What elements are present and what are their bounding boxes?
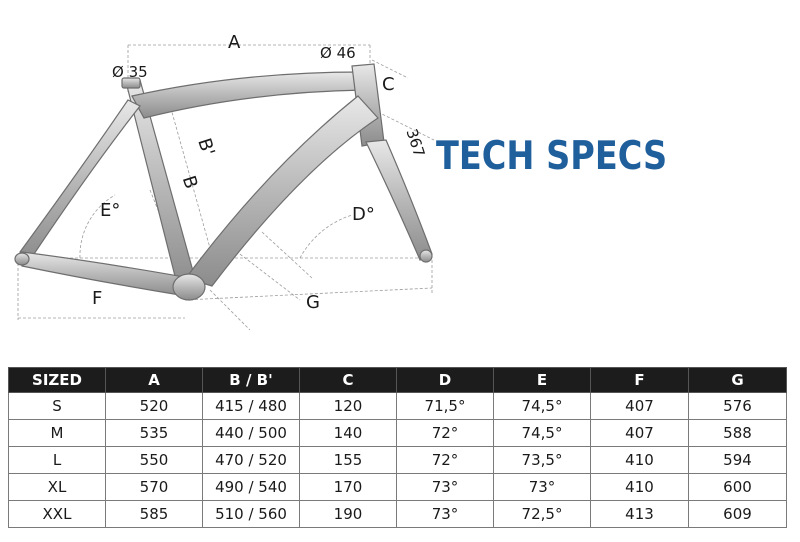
- bike-frame: [14, 63, 433, 301]
- dim-b-prime-label: B': [193, 136, 218, 159]
- table-cell: 490 / 540: [202, 473, 300, 501]
- table-cell: 535: [105, 419, 203, 447]
- header-f: F: [590, 367, 689, 393]
- table-cell: 407: [590, 392, 689, 420]
- table-cell: 71,5°: [396, 392, 494, 420]
- table-row: XL 570 490 / 540 170 73° 73° 410 600: [8, 473, 787, 501]
- head-diameter-label: Ø 46: [320, 44, 356, 62]
- table-cell: 415 / 480: [202, 392, 300, 420]
- table-cell: 440 / 500: [202, 419, 300, 447]
- dim-g-label: G: [306, 292, 320, 313]
- dim-f-label: F: [92, 288, 102, 309]
- table-cell: L: [8, 446, 106, 474]
- table-cell: 570: [105, 473, 203, 501]
- table-cell: 413: [590, 500, 689, 528]
- table-cell: 74,5°: [493, 392, 591, 420]
- dim-a-label: A: [228, 32, 241, 53]
- table-cell: 407: [590, 419, 689, 447]
- dim-b-label: B: [178, 173, 202, 191]
- header-c: C: [299, 367, 397, 393]
- table-cell: 588: [688, 419, 787, 447]
- seat-diameter-label: Ø 35: [112, 63, 148, 81]
- table-cell: 576: [688, 392, 787, 420]
- table-cell: 74,5°: [493, 419, 591, 447]
- table-header-row: SIZED A B / B' C D E F G: [8, 367, 787, 393]
- header-d: D: [396, 367, 494, 393]
- header-g: G: [688, 367, 787, 393]
- table-cell: 520: [105, 392, 203, 420]
- table-cell: 72°: [396, 419, 494, 447]
- table-cell: S: [8, 392, 106, 420]
- table-row: S 520 415 / 480 120 71,5° 74,5° 407 576: [8, 392, 787, 420]
- dim-c-length-label: 367: [402, 127, 428, 160]
- table-row: M 535 440 / 500 140 72° 74,5° 407 588: [8, 419, 787, 447]
- dim-e-label: E°: [100, 200, 120, 221]
- dim-c-label: C: [382, 74, 395, 95]
- bike-frame-diagram: A Ø 35 Ø 46 C 367 B' B E° D° F G: [14, 32, 435, 331]
- table-cell: 609: [688, 500, 787, 528]
- table-cell: 410: [590, 473, 689, 501]
- table-cell: 120: [299, 392, 397, 420]
- table-cell: XL: [8, 473, 106, 501]
- dimension-lines: [17, 44, 435, 331]
- table-cell: 155: [299, 446, 397, 474]
- table-cell: 550: [105, 446, 203, 474]
- dim-d-label: D°: [352, 204, 375, 225]
- table-cell: 73,5°: [493, 446, 591, 474]
- table-cell: 170: [299, 473, 397, 501]
- table-cell: 140: [299, 419, 397, 447]
- header-a: A: [105, 367, 203, 393]
- table-cell: M: [8, 419, 106, 447]
- table-cell: 73°: [493, 473, 591, 501]
- table-cell: 594: [688, 446, 787, 474]
- table-cell: 510 / 560: [202, 500, 300, 528]
- table-cell: 190: [299, 500, 397, 528]
- table-row: XXL 585 510 / 560 190 73° 72,5° 413 609: [8, 500, 787, 528]
- geometry-table: SIZED A B / B' C D E F G S 520 415 / 480…: [8, 367, 787, 528]
- table-cell: 600: [688, 473, 787, 501]
- table-cell: 73°: [396, 500, 494, 528]
- header-e: E: [493, 367, 591, 393]
- table-cell: 72,5°: [493, 500, 591, 528]
- tech-specs-title: TECH SPECS: [436, 134, 668, 179]
- table-cell: XXL: [8, 500, 106, 528]
- header-sized: SIZED: [8, 367, 106, 393]
- table-cell: 470 / 520: [202, 446, 300, 474]
- table-cell: 585: [105, 500, 203, 528]
- table-cell: 73°: [396, 473, 494, 501]
- header-b: B / B': [202, 367, 300, 393]
- table-cell: 410: [590, 446, 689, 474]
- table-cell: 72°: [396, 446, 494, 474]
- table-row: L 550 470 / 520 155 72° 73,5° 410 594: [8, 446, 787, 474]
